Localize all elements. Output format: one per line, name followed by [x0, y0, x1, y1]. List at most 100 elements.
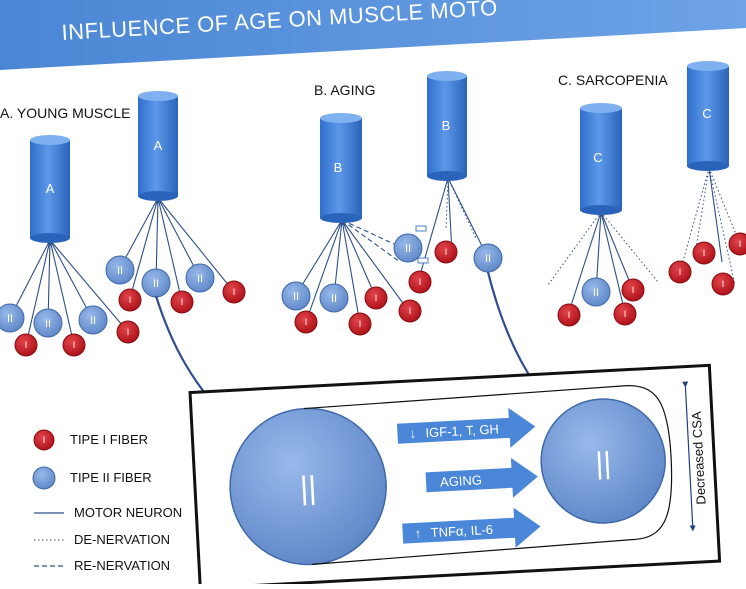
arrow-cytokines: ↑ TNFα, IL-6: [402, 507, 541, 548]
type1-fiber: I: [692, 241, 716, 265]
type1-fiber: I: [621, 278, 645, 302]
panel-label-sarcopenia: C. SARCOPENIA: [558, 72, 668, 88]
panel-label-young: A. YOUNG MUSCLE: [0, 105, 130, 121]
arrow-hormones: ↓ IGF-1, T, GH: [396, 407, 536, 448]
type2-fiber: II: [473, 243, 503, 273]
type2-fiber: II: [319, 283, 349, 313]
svg-text:I: I: [73, 340, 76, 350]
svg-text:I: I: [129, 295, 132, 305]
neuron-label: B: [442, 118, 451, 133]
csa-label: Decreased CSA: [689, 411, 709, 505]
legend-denervation-label: DE-NERVATION: [74, 532, 170, 547]
svg-text:II: II: [153, 278, 159, 290]
legend-type1-label: TIPE I FIBER: [70, 432, 148, 447]
csa-indicator: [682, 381, 696, 532]
legend-renervation-label: RE-NERVATION: [74, 558, 170, 573]
motor-neuron-aging-2: B: [427, 71, 467, 181]
type1-fiber: I: [613, 302, 637, 326]
type1-fiber: I: [668, 260, 692, 284]
type1-fiber: I: [711, 272, 735, 296]
legend-type2: TIPE II FIBER: [32, 466, 152, 490]
svg-text:II: II: [90, 315, 96, 327]
legend-type2-label: TIPE II FIBER: [70, 470, 152, 485]
svg-text:I: I: [181, 297, 184, 307]
reinnervation-marker: [415, 225, 427, 232]
motor-neuron-young-1: A: [30, 135, 70, 243]
svg-text:I: I: [445, 247, 448, 257]
svg-text:I: I: [419, 277, 422, 287]
type1-fiber: I: [170, 290, 194, 314]
svg-text:I: I: [375, 293, 378, 303]
neuron-label: B: [334, 160, 343, 175]
comparison-box: || || Decreased CSA ↓ IGF-1, T, GH AGING…: [188, 363, 722, 589]
type2-fiber: II: [393, 233, 423, 263]
type1-fiber: I: [116, 320, 140, 344]
svg-text:I: I: [679, 267, 682, 277]
type1-fiber: I: [398, 299, 422, 323]
type1-fiber: I: [408, 270, 432, 294]
neuron-label: C: [593, 150, 602, 165]
large-fiber-symbol: ||: [299, 469, 317, 506]
type1-fiber: I: [728, 232, 746, 256]
arrow-hormones-label: IGF-1, T, GH: [425, 421, 499, 440]
type2-fiber: II: [0, 303, 25, 333]
small-fiber-symbol: ||: [595, 447, 612, 481]
former-size-outline: [303, 385, 673, 565]
svg-text:I: I: [127, 327, 130, 337]
svg-text:II: II: [593, 287, 599, 299]
type2-fiber: II: [281, 281, 311, 311]
svg-text:I: I: [409, 306, 412, 316]
legend-renervation: RE-NERVATION: [34, 558, 170, 573]
type1-fiber: I: [294, 310, 318, 334]
type1-fiber: I: [14, 333, 38, 357]
type1-fiber: I: [348, 312, 372, 336]
panel-label-aging: B. AGING: [314, 82, 375, 98]
neuron-label: A: [154, 138, 163, 153]
svg-text:II: II: [293, 291, 299, 303]
svg-text:I: I: [632, 285, 635, 295]
svg-text:I: I: [568, 310, 571, 320]
up-symbol: ↑: [414, 526, 421, 541]
type2-fiber: II: [105, 255, 135, 285]
legend-motor-neuron-label: MOTOR NEURON: [74, 505, 182, 520]
motor-neuron-aging-1: B: [320, 113, 362, 223]
svg-text:I: I: [25, 340, 28, 350]
arrow-aging-label: AGING: [440, 472, 483, 489]
svg-text:I: I: [305, 317, 308, 327]
arrow-aging: AGING: [425, 457, 538, 498]
type1-fiber: I: [434, 240, 458, 264]
type1-fiber: I: [364, 286, 388, 310]
legend-denervation: DE-NERVATION: [34, 532, 170, 547]
type1-fiber: I: [118, 288, 142, 312]
svg-text:II: II: [45, 318, 51, 330]
header-banner: [0, 0, 746, 70]
type2-fiber: II: [33, 308, 63, 338]
sarcopenia-axon-lines: [567, 167, 723, 316]
svg-text:II: II: [7, 313, 13, 325]
svg-text:I: I: [624, 309, 627, 319]
neuron-label: A: [46, 181, 55, 196]
svg-text:II: II: [331, 293, 337, 305]
aging-axon-lines: [295, 177, 489, 325]
type1-fibers: I I I I I I I I I I I I I I I I I I I: [14, 232, 746, 357]
legend: I TIPE I FIBER TIPE II FIBER MOTOR NEURO…: [32, 429, 182, 573]
legend-motor-neuron: MOTOR NEURON: [34, 505, 182, 520]
small-type2-fiber: [540, 398, 666, 524]
svg-text:II: II: [405, 243, 411, 255]
motor-neuron-young-2: A: [138, 91, 178, 201]
arrow-cytokines-label: TNFα, IL-6: [430, 522, 493, 540]
legend-type1: I TIPE I FIBER: [33, 429, 148, 451]
type1-fiber: I: [222, 280, 246, 304]
svg-text:I: I: [739, 239, 742, 249]
type1-fiber: I: [62, 333, 86, 357]
young-axon-lines: [9, 197, 235, 346]
motor-neuron-sarcopenia-2: C: [687, 61, 729, 171]
down-symbol: ↓: [409, 426, 416, 441]
svg-text:I: I: [43, 435, 46, 445]
svg-text:I: I: [359, 319, 362, 329]
svg-text:I: I: [722, 279, 725, 289]
neuron-label: C: [702, 106, 711, 121]
reinnervation-marker: [417, 257, 429, 264]
